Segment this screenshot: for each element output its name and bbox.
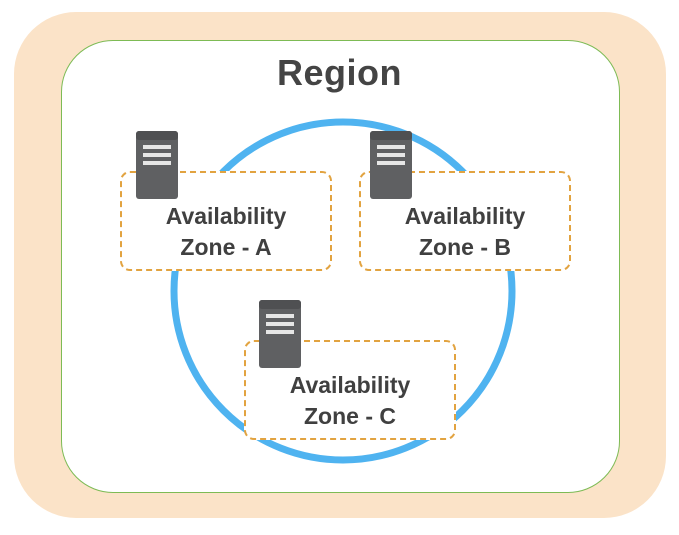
zone-b-label-line2: Zone - B — [419, 234, 511, 260]
availability-zone-b: Availability Zone - B — [359, 171, 571, 271]
ring-circle — [170, 118, 516, 464]
server-icon — [136, 131, 178, 199]
zone-c-label: Availability Zone - C — [246, 370, 454, 432]
region-title: Region — [277, 52, 402, 93]
zone-b-label: Availability Zone - B — [361, 201, 569, 263]
zone-a-label-line2: Zone - A — [180, 234, 272, 260]
availability-zone-c: Availability Zone - C — [244, 340, 456, 440]
zone-a-label-line1: Availability — [165, 203, 287, 229]
zone-a-label: Availability Zone - A — [122, 201, 330, 263]
zone-c-label-line1: Availability — [289, 372, 411, 398]
zone-c-label-line2: Zone - C — [304, 403, 396, 429]
zone-b-label-line1: Availability — [404, 203, 526, 229]
server-icon — [259, 300, 301, 368]
server-icon — [370, 131, 412, 199]
